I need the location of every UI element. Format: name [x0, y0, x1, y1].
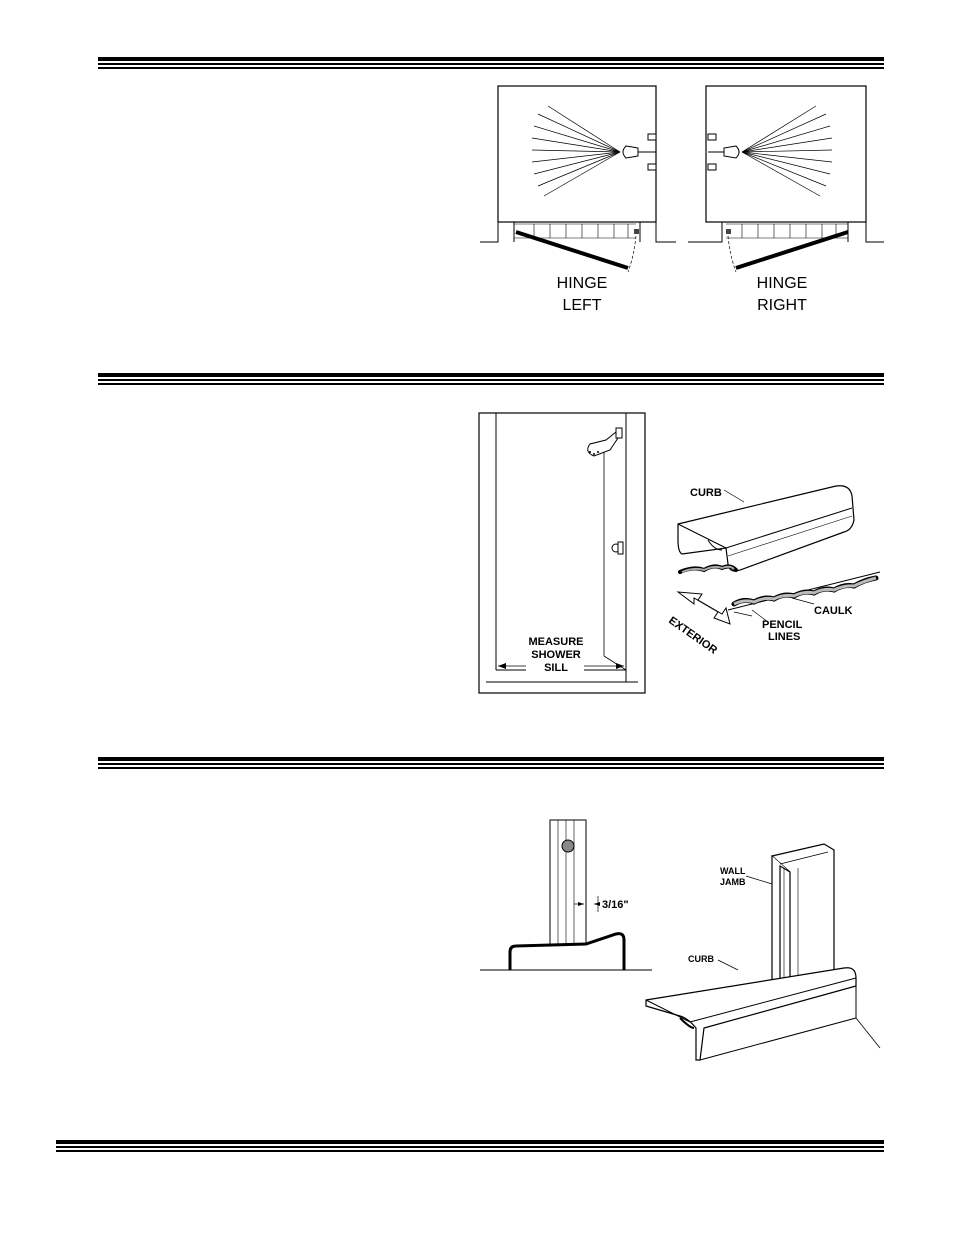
- hinge-left-label-line1: HINGE: [557, 275, 608, 292]
- curb-caulk-figure: EXTERIOR CURB CAULK PENCIL LINES: [666, 485, 881, 657]
- section-divider-lower: [98, 757, 884, 769]
- section-divider-top: [98, 57, 884, 69]
- section-divider-middle: [98, 373, 884, 385]
- wall-jamb-label-line2: JAMB: [720, 877, 746, 887]
- pencil-lines-label-line1: PENCIL: [762, 619, 803, 631]
- measure-label-line1: MEASURE: [528, 636, 583, 648]
- hinge-right-label-line2: RIGHT: [757, 297, 807, 314]
- gap-dimension-label: 3/16": [602, 899, 629, 911]
- measure-label-line3: SILL: [544, 662, 568, 674]
- pencil-lines-label-line2: LINES: [768, 631, 800, 643]
- curb-label-bottom: CURB: [688, 954, 714, 964]
- section-divider-bottom: [56, 1140, 884, 1152]
- measure-label-line2: SHOWER: [531, 649, 581, 661]
- hinge-right-figure: HINGE RIGHT: [688, 85, 884, 314]
- wall-jamb-label-line1: WALL: [720, 866, 746, 876]
- exterior-label: EXTERIOR: [666, 615, 719, 657]
- hinge-right-label-line1: HINGE: [757, 275, 808, 292]
- curb-label-top: CURB: [690, 487, 722, 499]
- hinge-left-figure: HINGE LEFT: [480, 85, 676, 314]
- jamb-gap-figure: 3/16": [480, 819, 652, 971]
- hinge-left-label-line2: LEFT: [562, 297, 601, 314]
- measure-sill-figure: MEASURE SHOWER SILL: [478, 412, 646, 694]
- wall-jamb-figure: WALL JAMB CURB: [645, 843, 881, 1061]
- caulk-label: CAULK: [814, 605, 853, 617]
